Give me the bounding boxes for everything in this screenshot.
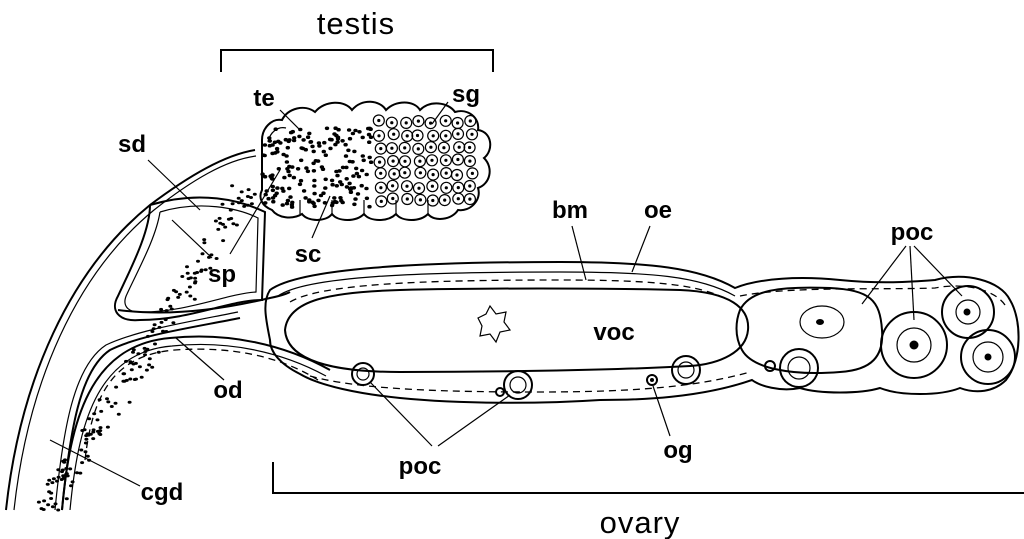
sp-label: sp [208, 261, 236, 288]
od-label: od [213, 377, 242, 404]
previtellogenic-oocytes-right [737, 286, 1016, 387]
oe-label: oe [644, 197, 672, 224]
ovary-label: ovary [600, 505, 681, 539]
testis-bracket [221, 50, 493, 72]
testis-body [260, 102, 490, 220]
te-label: te [253, 85, 274, 112]
testis-label: testis [317, 6, 395, 41]
ovary-body [265, 262, 1018, 403]
leader-lines [50, 102, 962, 486]
ovary-bracket [273, 462, 1024, 493]
voc-label: voc [593, 319, 634, 346]
poc-bottom-label: poc [399, 453, 442, 480]
sc-label: sc [295, 241, 322, 268]
sg-label: sg [452, 81, 480, 108]
duct-sperm-dots [37, 184, 257, 511]
oviduct [62, 292, 330, 510]
bm-label: bm [552, 197, 588, 224]
cgd-label: cgd [141, 479, 184, 506]
common-genital-duct [6, 150, 257, 512]
spermatocytes [260, 126, 373, 209]
spermatogonia [373, 115, 478, 207]
poc-top-label: poc [891, 219, 934, 246]
sd-label: sd [118, 131, 146, 158]
og-label: og [663, 437, 692, 464]
